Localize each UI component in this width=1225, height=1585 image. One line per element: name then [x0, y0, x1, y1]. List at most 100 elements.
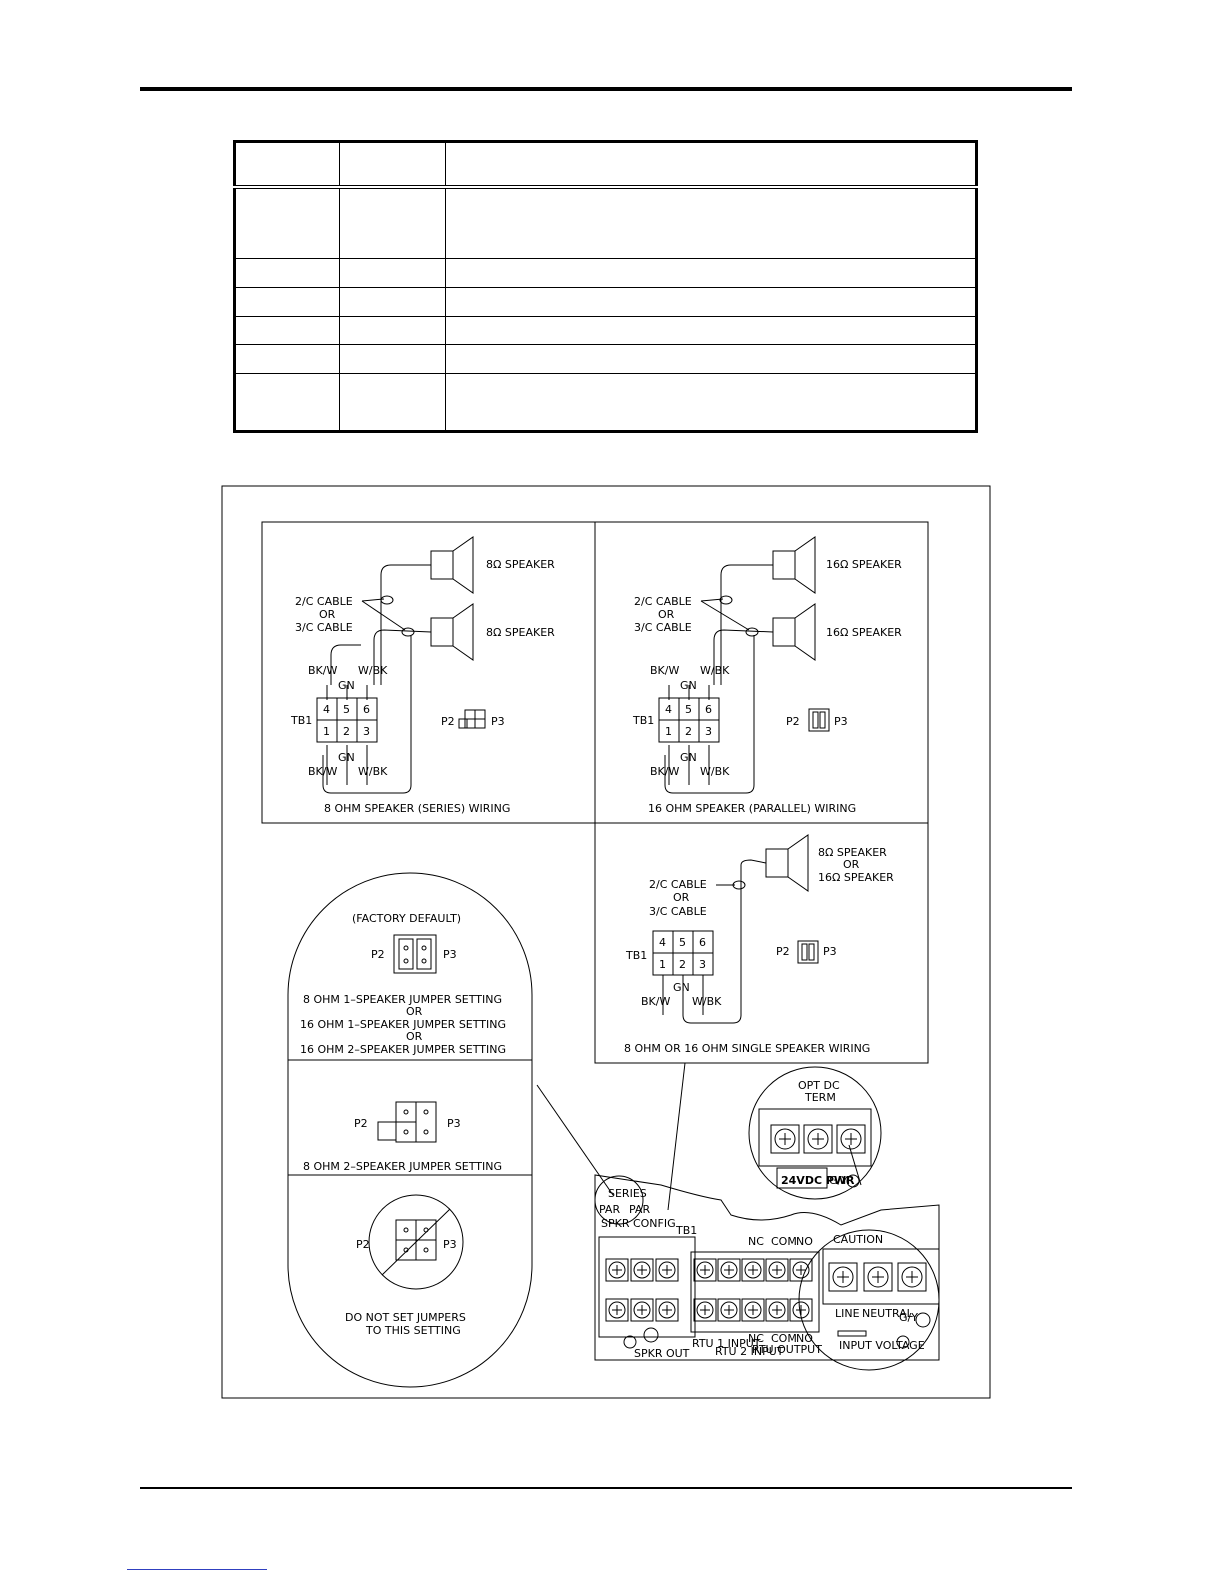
factory-default-label: (FACTORY DEFAULT): [352, 912, 461, 925]
cable-or-label: OR: [658, 608, 675, 621]
table-row: [234, 344, 977, 375]
par-label: PAR: [599, 1203, 620, 1216]
panel-caption: 8 OHM SPEAKER (SERIES) WIRING: [324, 802, 510, 815]
rtu1-input-label: RTU 1 INPUT: [692, 1337, 761, 1350]
terminal-block: [658, 697, 720, 743]
header-cell: [234, 141, 340, 189]
screw-terminal: [897, 1262, 927, 1292]
cable-or-label: OR: [673, 891, 690, 904]
table-row: [234, 373, 977, 432]
p3-label: P3: [834, 715, 848, 728]
jumper-icon: [797, 940, 819, 964]
screw-terminal: [655, 1298, 679, 1322]
table-cell: [445, 315, 977, 346]
input-voltage-label: INPUT VOLTAGE: [839, 1339, 925, 1352]
screw-terminal: [605, 1298, 629, 1322]
wire-label: W/BK: [700, 765, 730, 778]
footer-link-underline[interactable]: [127, 1569, 267, 1570]
wire-label: GN: [338, 751, 355, 764]
opt-dc-label: TERM: [804, 1091, 836, 1104]
no-label: NO: [796, 1235, 813, 1248]
speaker-label: 16Ω SPEAKER: [818, 871, 894, 884]
p2-label: P2: [776, 945, 790, 958]
p3-label: P3: [443, 948, 457, 961]
warning-label: TO THIS SETTING: [365, 1324, 461, 1337]
panel-caption: 16 OHM SPEAKER (PARALLEL) WIRING: [648, 802, 856, 815]
jumper-settings-callout: (FACTORY DEFAULT) P2 P3 8 OHM 1–SPEAKER …: [287, 872, 533, 1388]
jumper-setting-label: 8 OHM 1–SPEAKER JUMPER SETTING: [303, 993, 502, 1006]
p2-label: P2: [786, 715, 800, 728]
p3-label: P3: [447, 1117, 461, 1130]
cable-or-label: OR: [319, 608, 336, 621]
screw-terminal: [765, 1298, 789, 1322]
cable-label: 2/C CABLE: [634, 595, 692, 608]
series-label: SERIES: [608, 1187, 647, 1200]
opt-dc-term-callout: OPT DC TERM 24VDC PWR G/Y: [748, 1066, 882, 1200]
rtu-output-label: RTU OUTPUT: [752, 1343, 822, 1356]
cable-label: 2/C CABLE: [649, 878, 707, 891]
cable-label: 3/C CABLE: [649, 905, 707, 918]
wire-label: BK/W: [308, 765, 337, 778]
screw-terminal: [693, 1258, 717, 1282]
screw-terminal: [605, 1258, 629, 1282]
p2-label: P2: [441, 715, 455, 728]
table-cell: [445, 286, 977, 317]
figure-frame: [221, 485, 991, 1399]
ground-icon: [643, 1327, 659, 1343]
cable-label: 2/C CABLE: [295, 595, 353, 608]
ground-label: G/Y: [829, 1174, 848, 1187]
rtu2-input-label: RTU 2 INPUT: [715, 1345, 784, 1358]
screw-terminal: [803, 1124, 833, 1154]
wire-label: BK/W: [308, 664, 337, 677]
caution-label: CAUTION: [833, 1233, 883, 1246]
cable-label: 3/C CABLE: [295, 621, 353, 634]
speaker-icon: [430, 603, 474, 661]
series-wiring-panel: 8Ω SPEAKER 8Ω SPEAKER 2/C CABLE OR 3/C C…: [261, 521, 596, 824]
no-label: NO: [796, 1332, 813, 1345]
wire-label: W/BK: [700, 664, 730, 677]
speaker-icon: [772, 536, 816, 594]
blank-table: [233, 140, 978, 433]
wire-label: GN: [680, 751, 697, 764]
table-cell: [234, 373, 340, 432]
wire-label: GN: [338, 679, 355, 692]
speaker-label: 8Ω SPEAKER: [486, 558, 555, 571]
speaker-label: 16Ω SPEAKER: [826, 626, 902, 639]
p2-label: P2: [356, 1238, 370, 1251]
pwr-label: 24VDC PWR: [781, 1174, 855, 1187]
jumper-icon: [808, 708, 830, 732]
opt-dc-label: OPT DC: [798, 1079, 840, 1092]
header-cell: [445, 141, 977, 189]
table-row: [234, 258, 977, 288]
ground-icon: [915, 1312, 931, 1328]
screw-terminal: [655, 1258, 679, 1282]
terminal-block: [652, 930, 714, 976]
table-cell: [234, 344, 340, 375]
screw-terminal: [863, 1262, 893, 1292]
wire-label: BK/W: [641, 995, 670, 1008]
speaker-label: 16Ω SPEAKER: [826, 558, 902, 571]
cable-label: 3/C CABLE: [634, 621, 692, 634]
p3-label: P3: [823, 945, 837, 958]
line-label: LINE: [835, 1307, 860, 1320]
prohibited-icon: [368, 1194, 464, 1290]
p2-label: P2: [354, 1117, 368, 1130]
screw-terminal: [828, 1262, 858, 1292]
table-cell: [445, 258, 977, 288]
speaker-icon: [765, 834, 809, 892]
jumper-icon: [377, 1101, 437, 1143]
ground-icon: [846, 1174, 860, 1188]
speaker-label: OR: [843, 858, 860, 871]
speaker-icon: [430, 536, 474, 594]
screw-terminal: [836, 1124, 866, 1154]
screw-terminal: [693, 1298, 717, 1322]
wire-label: GN: [680, 679, 697, 692]
tb1-label: TB1: [625, 949, 647, 962]
screw-terminal: [770, 1124, 800, 1154]
table-cell: [445, 344, 977, 375]
jumper-setting-label: 8 OHM 2–SPEAKER JUMPER SETTING: [303, 1160, 502, 1173]
wire-label: GN: [673, 981, 690, 994]
table-cell: [339, 258, 446, 288]
header-rule: [140, 87, 1072, 91]
